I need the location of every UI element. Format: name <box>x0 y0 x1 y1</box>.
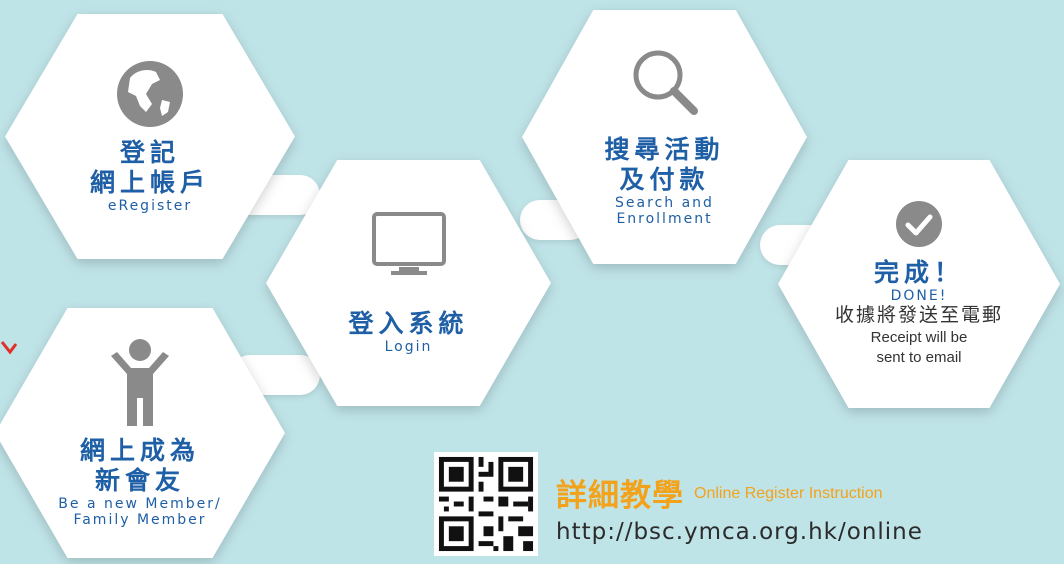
step-title-zh: 登入系統 <box>348 310 469 338</box>
step-title-zh: 完成！ <box>873 259 964 287</box>
step-title-zh: 網上帳戶 <box>89 168 210 197</box>
arrow-icon <box>0 341 18 355</box>
monitor-icon <box>371 212 446 275</box>
instruction-title-zh: 詳細教學 <box>556 478 684 514</box>
instruction-title-en: Online Register Instruction <box>694 485 883 502</box>
instruction-url-link[interactable]: http://bsc.ymca.org.hk/online <box>556 519 923 545</box>
qr-code-image <box>434 452 538 556</box>
step-title-en: DONE! <box>890 288 948 304</box>
step-new-member[interactable]: 網上成為 新會友 Be a new Member/ Family Member <box>0 308 285 558</box>
step-title-zh: 網上成為 <box>79 437 200 465</box>
check-icon <box>896 201 942 247</box>
step-title-en: Family Member <box>73 512 207 528</box>
receipt-note-en: sent to email <box>876 349 962 366</box>
step-eregister[interactable]: 登記 網上帳戶 eRegister <box>5 14 295 259</box>
step-login[interactable]: 登入系統 Login <box>266 160 551 406</box>
globe-icon <box>117 60 183 127</box>
step-title-zh: 搜尋活動 <box>604 136 725 164</box>
search-icon <box>633 50 698 115</box>
receipt-note-en: Receipt will be <box>870 329 968 346</box>
step-title-en: eRegister <box>107 197 193 214</box>
step-title-zh: 及付款 <box>619 166 710 194</box>
step-title-en: Enrollment <box>616 211 713 227</box>
step-title-en: Be a new Member/ <box>58 496 222 512</box>
step-title-en: Search and <box>615 195 714 211</box>
step-title-zh: 登記 <box>119 138 180 167</box>
qr-code[interactable] <box>434 452 538 556</box>
step-title-zh: 新會友 <box>94 467 185 495</box>
receipt-note-zh: 收據將發送至電郵 <box>834 305 1003 326</box>
person-icon <box>111 339 169 426</box>
step-title-en: Login <box>384 339 433 355</box>
step-search[interactable]: 搜尋活動 及付款 Search and Enrollment <box>522 10 807 264</box>
step-done[interactable]: 完成！ DONE! 收據將發送至電郵 Receipt will be sent … <box>778 160 1060 408</box>
